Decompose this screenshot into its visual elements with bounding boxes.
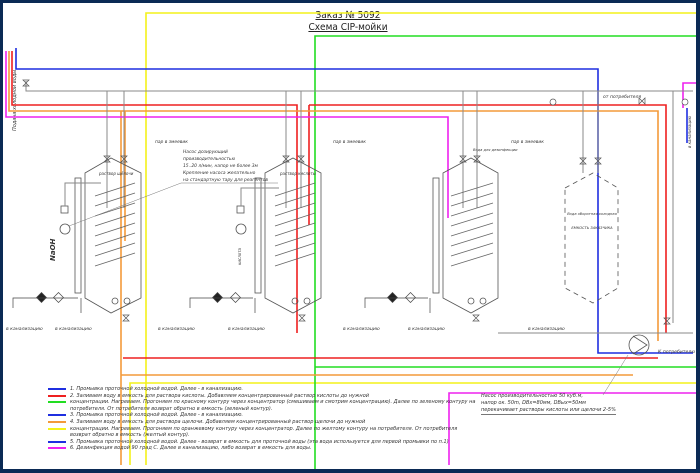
- legend-item: концентрации. Нагреваем. Прогоняем по кр…: [48, 399, 478, 412]
- dosing-pump-note: Насос дозирующий производительностью 15.…: [68, 149, 278, 227]
- cold-water-label: Подача холодной воды: [12, 70, 18, 131]
- svg-text:в канализацию: в канализацию: [228, 327, 265, 332]
- legend-item: 3. Промывка проточной холодной водой. Да…: [48, 412, 478, 419]
- svg-text:Крепление насоса желательно: Крепление насоса желательно: [183, 170, 256, 176]
- svg-text:в канализацию: в канализацию: [528, 327, 565, 332]
- main-pump[interactable]: [602, 334, 650, 396]
- svg-text:производительностью: производительностью: [183, 157, 235, 162]
- steam-label-3: пар в змеевик: [511, 140, 544, 145]
- to-consumer-label: К потребителю: [658, 349, 695, 355]
- svg-text:в канализацию: в канализацию: [343, 327, 380, 332]
- tank1-label: раствор щёлочи: [98, 171, 134, 176]
- tank-customer: Вода оборотная холодная ЕМКОСТЬ ЗАКАЗЧИК…: [564, 172, 619, 304]
- gauges: [549, 98, 689, 106]
- svg-text:в канализацию: в канализацию: [55, 327, 92, 332]
- tank-disinfection: Вода для дезинфекции: [432, 148, 518, 314]
- filters-left: [12, 292, 82, 313]
- legend-item: 1. Промывка проточной холодной водой. Да…: [48, 386, 478, 393]
- drawing-sheet: Заказ № 5092 Схема CIP-мойки Подача холо…: [3, 3, 696, 469]
- scheme-title: Схема CIP-мойки: [308, 22, 387, 33]
- pipe-orange: [8, 51, 659, 465]
- svg-text:на стандартную тару для реаген: на стандартную тару для реагентов: [183, 178, 268, 183]
- legend-item: 4. Заливаем воду в емкость для раствора …: [48, 419, 478, 426]
- tank-naoh: раствор щёлочи: [74, 157, 142, 314]
- legend-item: 2. Заливаем воду в емкость для раствора …: [48, 393, 478, 400]
- pipe-green: [314, 35, 696, 469]
- legend-item: 5. Промывка проточной холодной водой. Да…: [48, 439, 478, 446]
- acid-label: кислота: [237, 247, 242, 265]
- filters-right: [364, 292, 431, 313]
- tank4-label-2: ЕМКОСТЬ ЗАКАЗЧИКА: [571, 226, 613, 230]
- svg-text:в канализацию: в канализацию: [408, 327, 445, 332]
- pipe-red: [11, 51, 667, 359]
- tank-acid: раствор кислоты: [254, 157, 322, 314]
- pipe-yellow: [129, 12, 696, 465]
- filters-middle: [189, 292, 256, 313]
- tank4-label-1: Вода оборотная холодная: [567, 212, 617, 216]
- legend-item: концентрации. Нагреваем. Прогоняем по ор…: [48, 426, 478, 439]
- legend-item: 6. Дезинфекция водой 90 град С. Далее в …: [48, 445, 478, 452]
- cip-scheme: Заказ № 5092 Схема CIP-мойки Подача холо…: [5, 10, 696, 469]
- order-title: Заказ № 5092: [316, 10, 381, 21]
- steam-label-1: пар в змеевик: [155, 140, 188, 145]
- main-pump-note: Насос производительностью 50 куб.м, напо…: [481, 393, 616, 415]
- svg-text:15..20 л/мин, напор не более 3: 15..20 л/мин, напор не более 3м: [183, 163, 259, 169]
- drain-labels: в канализацию в канализацию в канализаци…: [6, 327, 565, 332]
- svg-text:в канализацию: в канализацию: [158, 327, 195, 332]
- svg-text:Насос дозирующий: Насос дозирующий: [183, 149, 228, 155]
- svg-text:в канализацию: в канализацию: [6, 327, 43, 332]
- dosing-pump-acid[interactable]: [235, 187, 279, 235]
- drain-label-right: в канализацию: [687, 115, 692, 148]
- tank2-label: раствор кислоты: [279, 171, 316, 176]
- legend: 1. Промывка проточной холодной водой. Да…: [48, 386, 478, 452]
- valves[interactable]: [22, 79, 671, 325]
- steam-label-2: пар в змеевик: [333, 140, 366, 145]
- pipe-blue: [15, 48, 693, 354]
- pipe-gray-main: [25, 81, 693, 334]
- from-consumer-label: от потребителя: [603, 94, 641, 100]
- dosing-pump-naoh[interactable]: [59, 182, 101, 235]
- tank3-label: Вода для дезинфекции: [473, 148, 518, 152]
- naoh-label: NaOH: [49, 238, 57, 261]
